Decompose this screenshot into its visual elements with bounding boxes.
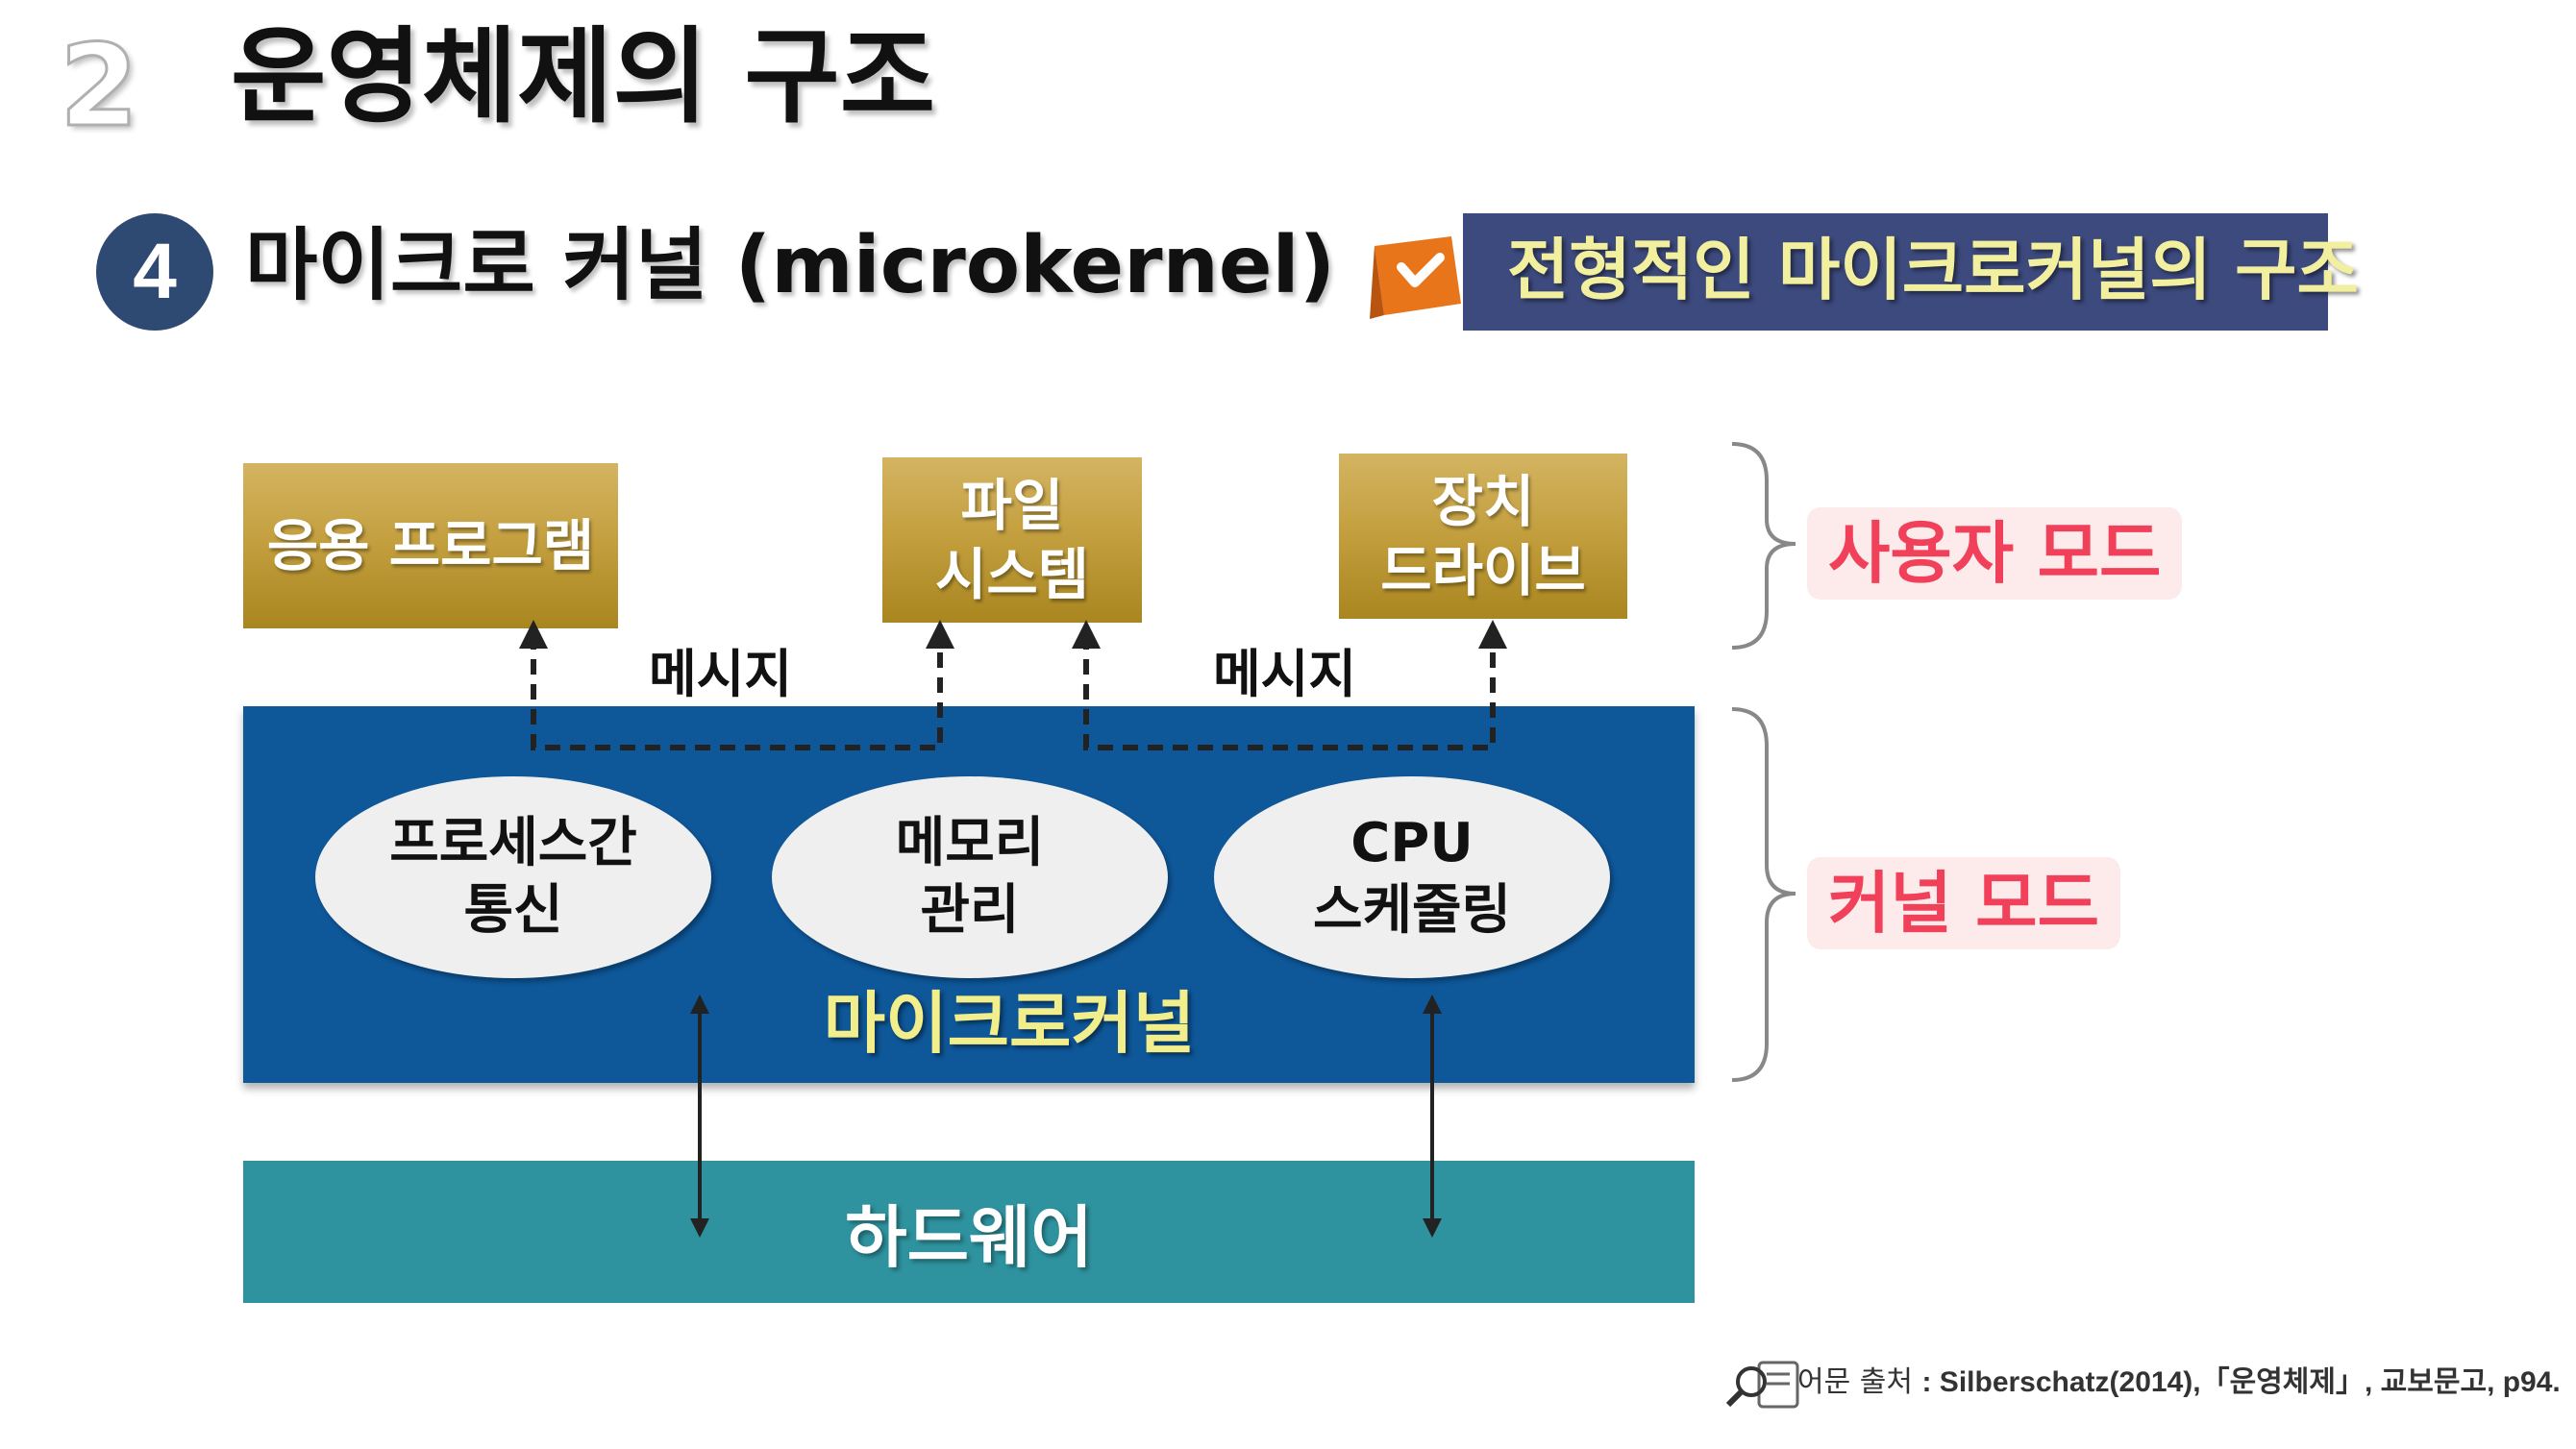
device-driver-label: 장치 드라이브 bbox=[1380, 468, 1586, 604]
memory-management-module: 메모리 관리 bbox=[772, 776, 1168, 978]
banner-title: 전형적인 마이크로커널의 구조 bbox=[1507, 231, 2359, 309]
user-mode-brace bbox=[1731, 442, 1796, 650]
ipc-module: 프로세스간 통신 bbox=[315, 776, 711, 978]
kernel-mode-brace bbox=[1731, 707, 1796, 1082]
kernel-mode-label: 커널 모드 bbox=[1807, 857, 2120, 949]
file-system-box: 파일 시스템 bbox=[882, 457, 1142, 623]
cpu-scheduling-module: CPU 스케줄링 bbox=[1214, 776, 1610, 978]
message-path-1 bbox=[519, 620, 954, 750]
item-number-badge: 4 bbox=[96, 213, 213, 331]
banner-background bbox=[1463, 213, 2328, 331]
ipc-module-label: 프로세스간 통신 bbox=[389, 812, 637, 942]
page-title: 운영체제의 구조 bbox=[231, 17, 936, 137]
source-citation: 어문 출처 : Silberschatz(2014),「운영체제」, 교보문고,… bbox=[1797, 1363, 2561, 1403]
file-system-label: 파일 시스템 bbox=[934, 472, 1090, 608]
message-label-2: 메시지 bbox=[1213, 644, 1357, 704]
cpu-module-label: CPU 스케줄링 bbox=[1312, 812, 1512, 942]
device-driver-box: 장치 드라이브 bbox=[1339, 454, 1627, 619]
source-text: : Silberschatz(2014),「운영체제」, 교보문고, p94. bbox=[1921, 1366, 2561, 1398]
microkernel-label: 마이크로커널 bbox=[823, 984, 1196, 1063]
hardware-label: 하드웨어 bbox=[845, 1197, 1093, 1277]
checkmark-flag-icon bbox=[1370, 236, 1461, 319]
user-mode-label: 사용자 모드 bbox=[1807, 507, 2183, 600]
section-number: 2 bbox=[58, 19, 139, 152]
source-label: 어문 출처 bbox=[1797, 1365, 1913, 1399]
magnifier-icon bbox=[1725, 1361, 1799, 1409]
message-label-1: 메시지 bbox=[649, 644, 793, 704]
section-subtitle: 마이크로 커널 (microkernel) bbox=[245, 220, 1336, 311]
message-path-2 bbox=[1072, 620, 1507, 750]
app-program-label: 응용 프로그램 bbox=[266, 512, 595, 578]
hardware-block: 하드웨어 bbox=[243, 1161, 1695, 1303]
app-program-box: 응용 프로그램 bbox=[243, 463, 618, 628]
memory-module-label: 메모리 관리 bbox=[895, 812, 1045, 942]
